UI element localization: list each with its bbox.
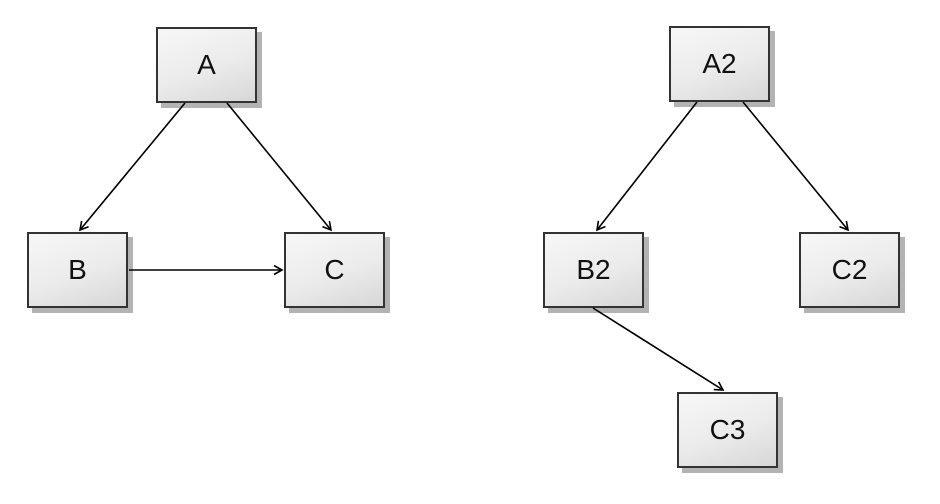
node-label: A (197, 49, 216, 80)
edge-B2-C3 (592, 307, 723, 390)
edge-A2-C2 (742, 101, 848, 230)
node-C2: C2 (799, 232, 900, 308)
node-label: C3 (709, 414, 746, 445)
edge-A-C (226, 102, 331, 230)
node-A2: A2 (669, 26, 770, 102)
node-B2: B2 (543, 232, 644, 308)
node-label: B2 (576, 254, 611, 285)
node-label: C2 (831, 254, 868, 285)
edge-A-B (80, 102, 186, 230)
node-C: C (284, 232, 385, 308)
node-label: A2 (702, 48, 737, 79)
node-B: B (27, 232, 128, 308)
node-label: C (324, 254, 345, 285)
node-A: A (156, 27, 257, 103)
edge-A2-B2 (597, 101, 698, 230)
node-label: B (68, 254, 87, 285)
node-C3: C3 (677, 392, 778, 468)
